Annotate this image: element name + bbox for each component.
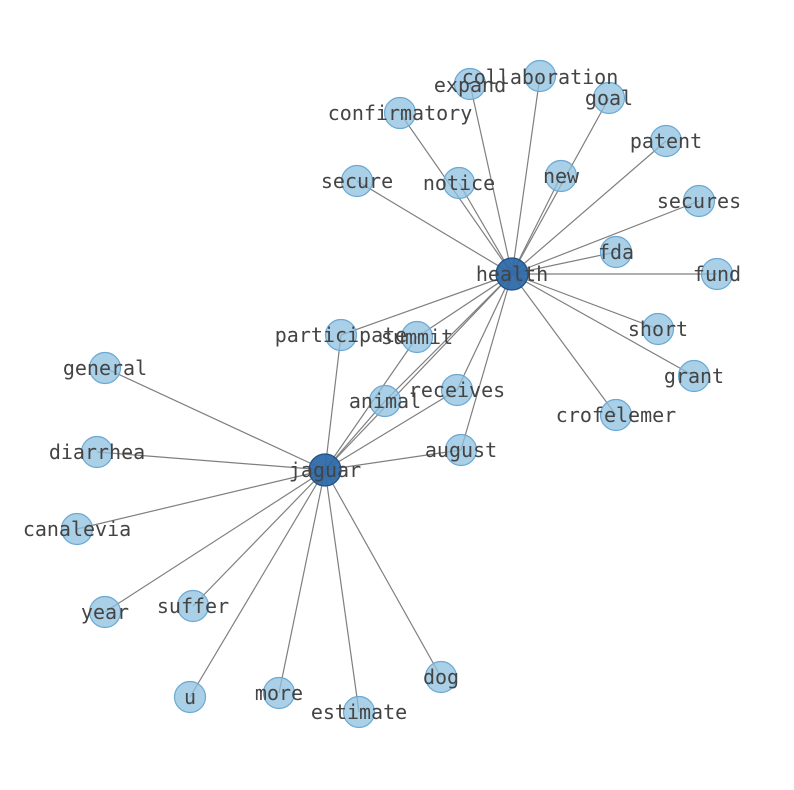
node-canalevia[interactable] (60, 512, 94, 546)
edge-jaguar-estimate (324, 469, 360, 713)
node-label-estimate: estimate (311, 700, 407, 724)
node-label-confirmatory: confirmatory (328, 101, 473, 125)
node-participate[interactable] (324, 318, 358, 352)
node-label-diarrhea: diarrhea (49, 440, 145, 464)
edge-jaguar-u (189, 469, 326, 698)
node-label-canalevia: canalevia (23, 517, 131, 541)
edge-jaguar-general (104, 367, 326, 471)
node-label-more: more (255, 681, 303, 705)
node-label-notice: notice (423, 171, 495, 195)
node-label-patent: patent (630, 129, 702, 153)
edge-jaguar-suffer (192, 469, 326, 607)
edge-jaguar-participate (324, 334, 342, 471)
node-label-secures: secures (657, 189, 741, 213)
edge-jaguar-more (278, 469, 326, 694)
edge-health-fda (511, 251, 617, 275)
edge-health-secure (356, 180, 513, 275)
node-diarrhea[interactable] (80, 435, 114, 469)
edge-health-receives (456, 273, 513, 391)
node-crofelemer[interactable] (599, 398, 633, 432)
node-more[interactable] (262, 676, 296, 710)
edge-health-expand (469, 83, 513, 275)
edge-health-crofelemer (511, 273, 617, 416)
node-label-suffer: suffer (157, 594, 229, 618)
node-collaboration[interactable] (523, 59, 557, 93)
node-secure[interactable] (340, 164, 374, 198)
node-label-participate: participate (275, 323, 407, 347)
node-general[interactable] (88, 351, 122, 385)
node-health[interactable] (495, 257, 529, 291)
node-label-grant: grant (664, 364, 724, 388)
node-fund[interactable] (700, 257, 734, 291)
edge-health-jaguar (324, 273, 513, 471)
node-label-health: health (476, 262, 548, 286)
node-estimate[interactable] (342, 695, 376, 729)
node-secures[interactable] (682, 184, 716, 218)
node-label-animal: animal (349, 389, 421, 413)
node-short[interactable] (641, 312, 675, 346)
node-new[interactable] (544, 159, 578, 193)
edge-jaguar-year (104, 469, 326, 613)
node-label-fda: fda (598, 240, 634, 264)
node-goal[interactable] (592, 81, 626, 115)
edge-health-participate (340, 273, 513, 336)
node-label-collaboration: collaboration (462, 65, 619, 89)
node-receives[interactable] (440, 373, 474, 407)
node-notice[interactable] (442, 166, 476, 200)
node-label-fund: fund (693, 262, 741, 286)
edge-health-secures (511, 200, 700, 275)
node-label-general: general (63, 356, 147, 380)
edge-jaguar-diarrhea (96, 451, 326, 471)
node-label-short: short (628, 317, 688, 341)
node-patent[interactable] (649, 124, 683, 158)
node-label-crofelemer: crofelemer (556, 403, 676, 427)
node-label-receives: receives (409, 378, 505, 402)
node-label-jaguar: jaguar (289, 458, 361, 482)
node-august[interactable] (444, 433, 478, 467)
edge-health-patent (511, 140, 667, 275)
node-label-u: u (184, 685, 196, 709)
node-label-goal: goal (585, 86, 633, 110)
node-suffer[interactable] (176, 589, 210, 623)
node-dog[interactable] (424, 660, 458, 694)
edge-health-animal (384, 273, 513, 402)
node-jaguar[interactable] (308, 453, 342, 487)
edge-health-collaboration (511, 75, 541, 275)
edge-health-summit (416, 273, 513, 338)
node-year[interactable] (88, 595, 122, 629)
edge-health-notice (458, 182, 513, 275)
node-grant[interactable] (677, 359, 711, 393)
node-label-expand: expand (434, 73, 506, 97)
node-label-dog: dog (423, 665, 459, 689)
node-label-new: new (543, 164, 580, 188)
node-label-summit: summit (381, 325, 453, 349)
edge-jaguar-dog (324, 469, 442, 678)
edge-health-new (511, 175, 562, 275)
node-label-year: year (81, 600, 129, 624)
node-label-august: august (425, 438, 497, 462)
edge-health-august (460, 273, 513, 451)
node-u[interactable] (173, 680, 207, 714)
edge-jaguar-august (324, 449, 462, 471)
edge-health-short (511, 273, 659, 330)
edge-health-grant (511, 273, 695, 377)
node-animal[interactable] (368, 384, 402, 418)
node-expand[interactable] (453, 67, 487, 101)
node-fda[interactable] (599, 235, 633, 269)
edge-jaguar-canalevia (76, 469, 326, 530)
node-summit[interactable] (400, 320, 434, 354)
node-layer (60, 59, 734, 729)
edge-jaguar-receives (324, 389, 458, 471)
node-label-secure: secure (321, 169, 393, 193)
node-confirmatory[interactable] (383, 96, 417, 130)
